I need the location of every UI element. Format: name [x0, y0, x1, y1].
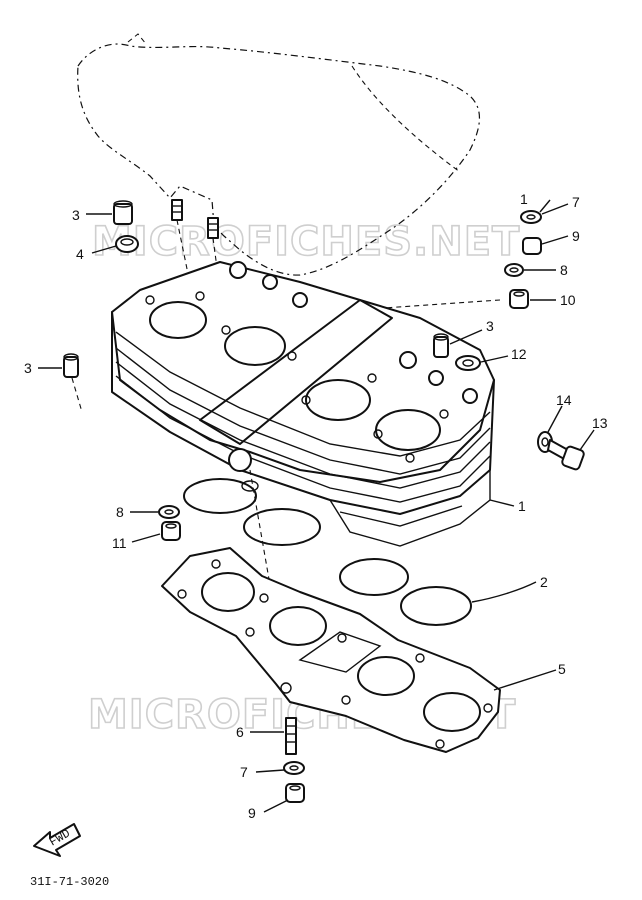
nut-9-top: [522, 237, 542, 255]
washer-7-bottom: [283, 761, 305, 775]
callout-13-bolt: 13: [592, 415, 608, 431]
nut-11: [161, 521, 181, 541]
callout-4-rubber: 4: [76, 246, 84, 262]
watermark-top: MICROFICHES.NET: [92, 219, 520, 265]
callout-9-nut: 9: [572, 228, 580, 244]
washer-8-lower: [158, 505, 180, 519]
align-line-3: [71, 377, 83, 413]
leader-lines: [38, 199, 595, 813]
o-ring-3: [339, 558, 409, 596]
callout-12-washer: 12: [511, 346, 527, 362]
callout-3-dowel-left: 3: [24, 360, 32, 376]
dowel-3-left: [63, 353, 79, 378]
washer-8-top: [504, 263, 524, 277]
o-ring-4: [400, 586, 472, 626]
callout-10-nut: 10: [560, 292, 576, 308]
crankcase-inner-line: [351, 65, 461, 173]
crankcase-outline: [77, 43, 480, 276]
o-ring-2: [243, 508, 321, 546]
cylinder-block: [111, 261, 495, 547]
callout-9-nut-lower: 9: [248, 805, 256, 821]
callout-7-washer: 7: [572, 194, 580, 210]
callout-3-dowel-top: 3: [72, 207, 80, 223]
stud-right: [207, 217, 219, 239]
callout-2-o-ring: 2: [540, 574, 548, 590]
washer-7-top: [520, 210, 542, 224]
nut-10: [509, 289, 529, 309]
callout-1-cylinder: 1: [518, 498, 526, 514]
bolt-13: [547, 439, 585, 471]
fwd-arrow-icon: FWD: [33, 823, 81, 857]
stud-left: [171, 199, 183, 221]
callout-14-washer: 14: [556, 392, 572, 408]
figure-reference: 31I-71-3020: [30, 875, 109, 889]
align-line-4: [249, 469, 291, 701]
callout-11-nut: 11: [112, 535, 127, 551]
o-ring-1: [183, 478, 257, 514]
crankcase-step: [127, 33, 147, 45]
washer-12: [455, 355, 481, 371]
callout-8-washer-lower: 8: [116, 504, 124, 520]
nut-9-bottom: [285, 783, 305, 803]
dowel-3-right: [433, 333, 449, 358]
callout-3-dowel-right: 3: [486, 318, 494, 334]
callout-6-stud: 6: [236, 724, 244, 740]
callout-8-washer: 8: [560, 262, 568, 278]
callout-7-washer-lower: 7: [240, 764, 248, 780]
callout-5-gasket: 5: [558, 661, 566, 677]
callout-1-top: 1: [520, 191, 528, 207]
dowel-3-top-left: [113, 200, 133, 225]
base-gasket: [161, 547, 501, 753]
stud-6: [285, 717, 297, 755]
rubber-4: [115, 235, 139, 253]
